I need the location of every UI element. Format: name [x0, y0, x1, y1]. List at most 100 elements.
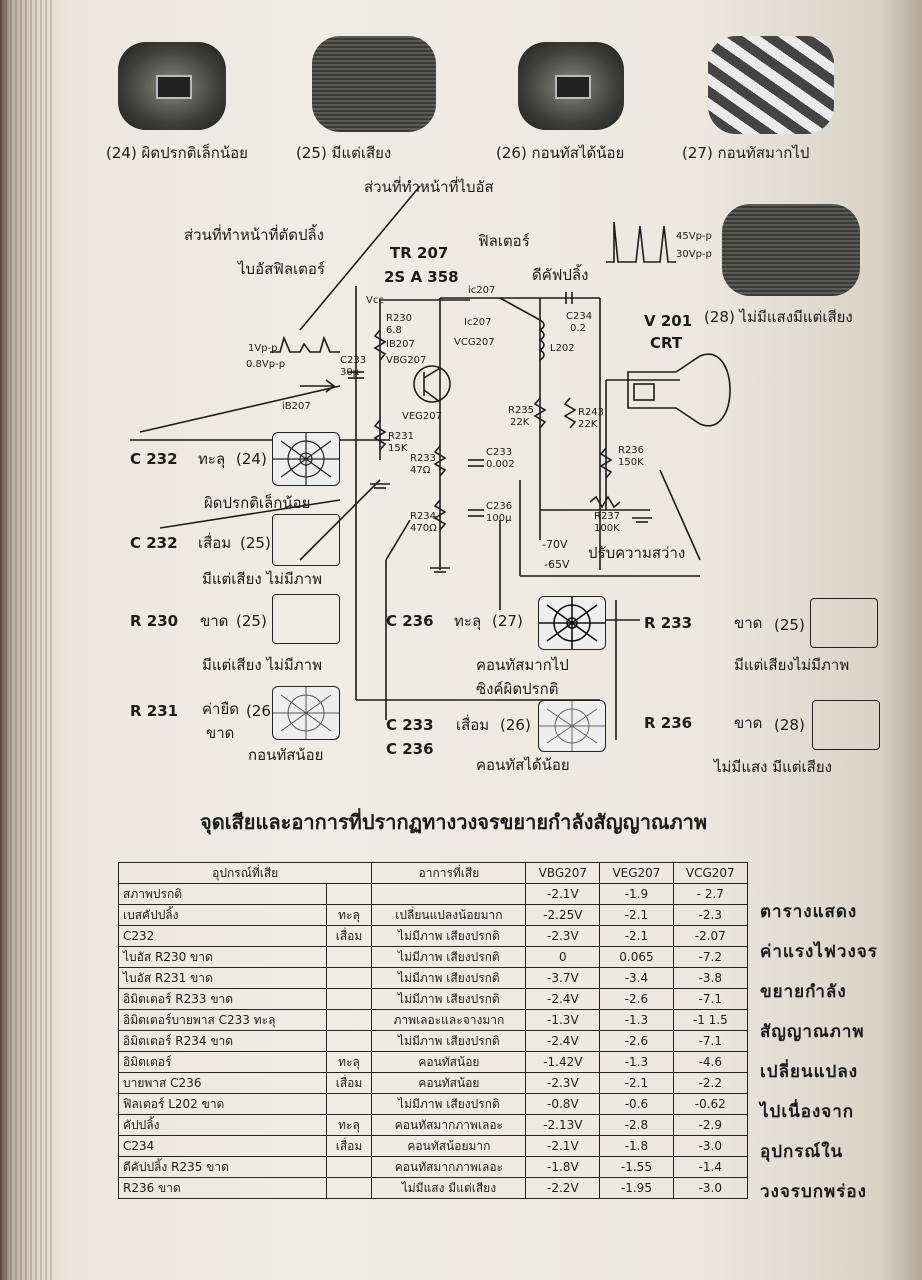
screen-photo-25 — [312, 36, 436, 132]
voltage-table: อุปกรณ์ที่เสีย อาการที่เสีย VBG207 VEG20… — [117, 862, 749, 1199]
state-cell — [325, 1030, 373, 1052]
circuit-diagram — [130, 185, 731, 740]
fault-part: C 233 — [386, 716, 434, 734]
voltage-cell: -4.6 — [672, 1051, 749, 1073]
fault-state: ทะลุ — [198, 450, 226, 468]
r231-value: 15K — [388, 443, 408, 454]
fault-number: (25) — [774, 616, 805, 634]
voltage-cell: -1.55 — [599, 1156, 674, 1178]
transistor-code-label: 2S A 358 — [384, 268, 459, 286]
symptom-cell: ไม่มีภาพ เสียงปรกติ — [371, 967, 527, 989]
r235-value: 22K — [510, 417, 530, 428]
voltage-cell: -2.1V — [525, 883, 601, 905]
voltage-cell: -7.1 — [672, 1030, 749, 1052]
c236-label: C236 — [486, 501, 513, 512]
state-cell — [325, 946, 373, 968]
fault-number: (25) — [236, 612, 267, 630]
symptom-cell — [371, 883, 527, 905]
header-cell: อุปกรณ์ที่เสีย — [117, 862, 373, 884]
state-cell: ทะลุ — [325, 1114, 373, 1136]
test-pattern-26 — [272, 686, 340, 740]
r237-value: 100K — [594, 523, 620, 534]
voltage-cell: -1.4 — [672, 1156, 749, 1178]
fault-desc: กอนทัสน้อย — [248, 746, 324, 764]
voltage-cell: -3.0 — [672, 1177, 749, 1199]
r236-label: R236 — [618, 445, 645, 456]
blank-screen-25b — [272, 594, 340, 644]
side-text: ไปเนื่องจาก — [760, 1102, 855, 1122]
c233b-label: C233 — [486, 447, 513, 458]
vcg-label: VCG207 — [454, 337, 495, 348]
r243-value: 22K — [578, 419, 598, 430]
voltage-cell: -3.4 — [599, 967, 674, 989]
bias-filter-label: ไบอัสฟิลเตอร์ — [238, 260, 325, 278]
voltage-cell: -2.07 — [672, 925, 749, 947]
fault-state: เสื่อม — [198, 534, 232, 552]
blank-screen-25c — [810, 598, 878, 648]
vbg-label: VBG207 — [386, 355, 427, 366]
symptom-cell: คอนทัสมากภาพเลอะ — [371, 1156, 527, 1178]
table-row: อิมิตเตอร์ R234 ขาดไม่มีภาพ เสียงปรกติ-2… — [118, 1030, 749, 1052]
ic2-label: Ic207 — [464, 317, 492, 328]
screen-photo-26 — [518, 42, 624, 130]
voltage-cell: -1 1.5 — [672, 1009, 749, 1031]
r230-value: 6.8 — [386, 325, 402, 336]
fault-number: (24) — [236, 450, 267, 468]
voltage-cell: -2.4V — [525, 988, 601, 1010]
voltage-cell: -1.3 — [599, 1051, 674, 1073]
fault-part: C 236 — [386, 612, 434, 630]
r235-label: R235 — [508, 405, 535, 416]
state-cell — [325, 1156, 373, 1178]
table-row: R236 ขาดไม่มีแสง มีแต่เสียง-2.2V-1.95-3.… — [118, 1177, 749, 1199]
fault-part: R 233 — [644, 614, 693, 632]
symptom-cell: ไม่มีภาพ เสียงปรกติ — [371, 988, 527, 1010]
voltage-cell: -2.3V — [525, 1072, 601, 1094]
l202-label: L202 — [550, 343, 575, 354]
fault-state-2: ขาด — [206, 724, 235, 742]
screen-caption: (24) ผิดปรกติเล็กน้อย — [106, 144, 248, 162]
screen-caption: (28) ไม่มีแสงมีแต่เสียง — [704, 308, 853, 326]
voltage-cell: - 2.7 — [672, 883, 749, 905]
voltage-cell: -2.1 — [599, 1072, 674, 1094]
clipper-label: ดีคัฟปลิ้ง — [532, 266, 589, 284]
c233-value: 30μ — [340, 367, 360, 378]
symptom-cell: ภาพเลอะและจางมาก — [371, 1009, 527, 1031]
voltage-cell: -2.1 — [599, 925, 674, 947]
state-cell — [325, 967, 373, 989]
voltage-cell: -3.0 — [672, 1135, 749, 1157]
part-cell: อิมิตเตอร์ R233 ขาด — [118, 988, 327, 1010]
header-cell: VEG207 — [599, 862, 674, 884]
voltage-cell: -2.6 — [599, 988, 674, 1010]
side-text: ขยายกำลัง — [760, 982, 847, 1002]
c233-label: C233 — [340, 355, 367, 366]
part-cell: R236 ขาด — [118, 1177, 327, 1199]
r234-label: R234 — [410, 511, 437, 522]
fault-part: C 232 — [130, 450, 178, 468]
voltage-cell: -2.9 — [672, 1114, 749, 1136]
table-row: คัปปลิ้งทะลุคอนทัสมากภาพเลอะ-2.13V-2.8-2… — [118, 1114, 749, 1136]
part-cell: อิมิตเตอร์ R234 ขาด — [118, 1030, 327, 1052]
filter-label: ฟิลเตอร์ — [478, 232, 530, 250]
section-heading: จุดเสียและอาการที่ปรากฏทางวงจรขยายกำลังส… — [200, 810, 708, 834]
fault-state: ค่ายืด — [202, 700, 239, 718]
c234-value: 0.2 — [570, 323, 586, 334]
blank-screen-28 — [812, 700, 880, 750]
screen-caption: (25) มีแต่เสียง — [296, 144, 392, 162]
fault-number: (26) — [246, 702, 277, 720]
voltage-cell: -2.8 — [599, 1114, 674, 1136]
voltage-cell: -2.1 — [599, 904, 674, 926]
header-cell: อาการที่เสีย — [371, 862, 527, 884]
r243-label: R243 — [578, 407, 605, 418]
vcc-label: Vcc — [366, 295, 384, 306]
focus-part-label: ส่วนที่ทำหน้าที่ไบอัส — [364, 178, 494, 196]
fault-desc: ผิดปรกติเล็กน้อย — [204, 494, 311, 512]
fault-desc: มีแต่เสียง ไม่มีภาพ — [202, 570, 322, 588]
voltage-cell: -2.6 — [599, 1030, 674, 1052]
screen-photo-28 — [722, 204, 860, 296]
state-cell: เสื่อม — [325, 1072, 373, 1094]
side-text: ตารางแสดง — [760, 902, 858, 922]
table-row: ดีคัปปลิ้ง R235 ขาดคอนทัสมากภาพเลอะ-1.8V… — [118, 1156, 749, 1178]
fault-desc: คอนทัสมากไป — [476, 656, 569, 674]
part-cell: ไบอัส R231 ขาด — [118, 967, 327, 989]
